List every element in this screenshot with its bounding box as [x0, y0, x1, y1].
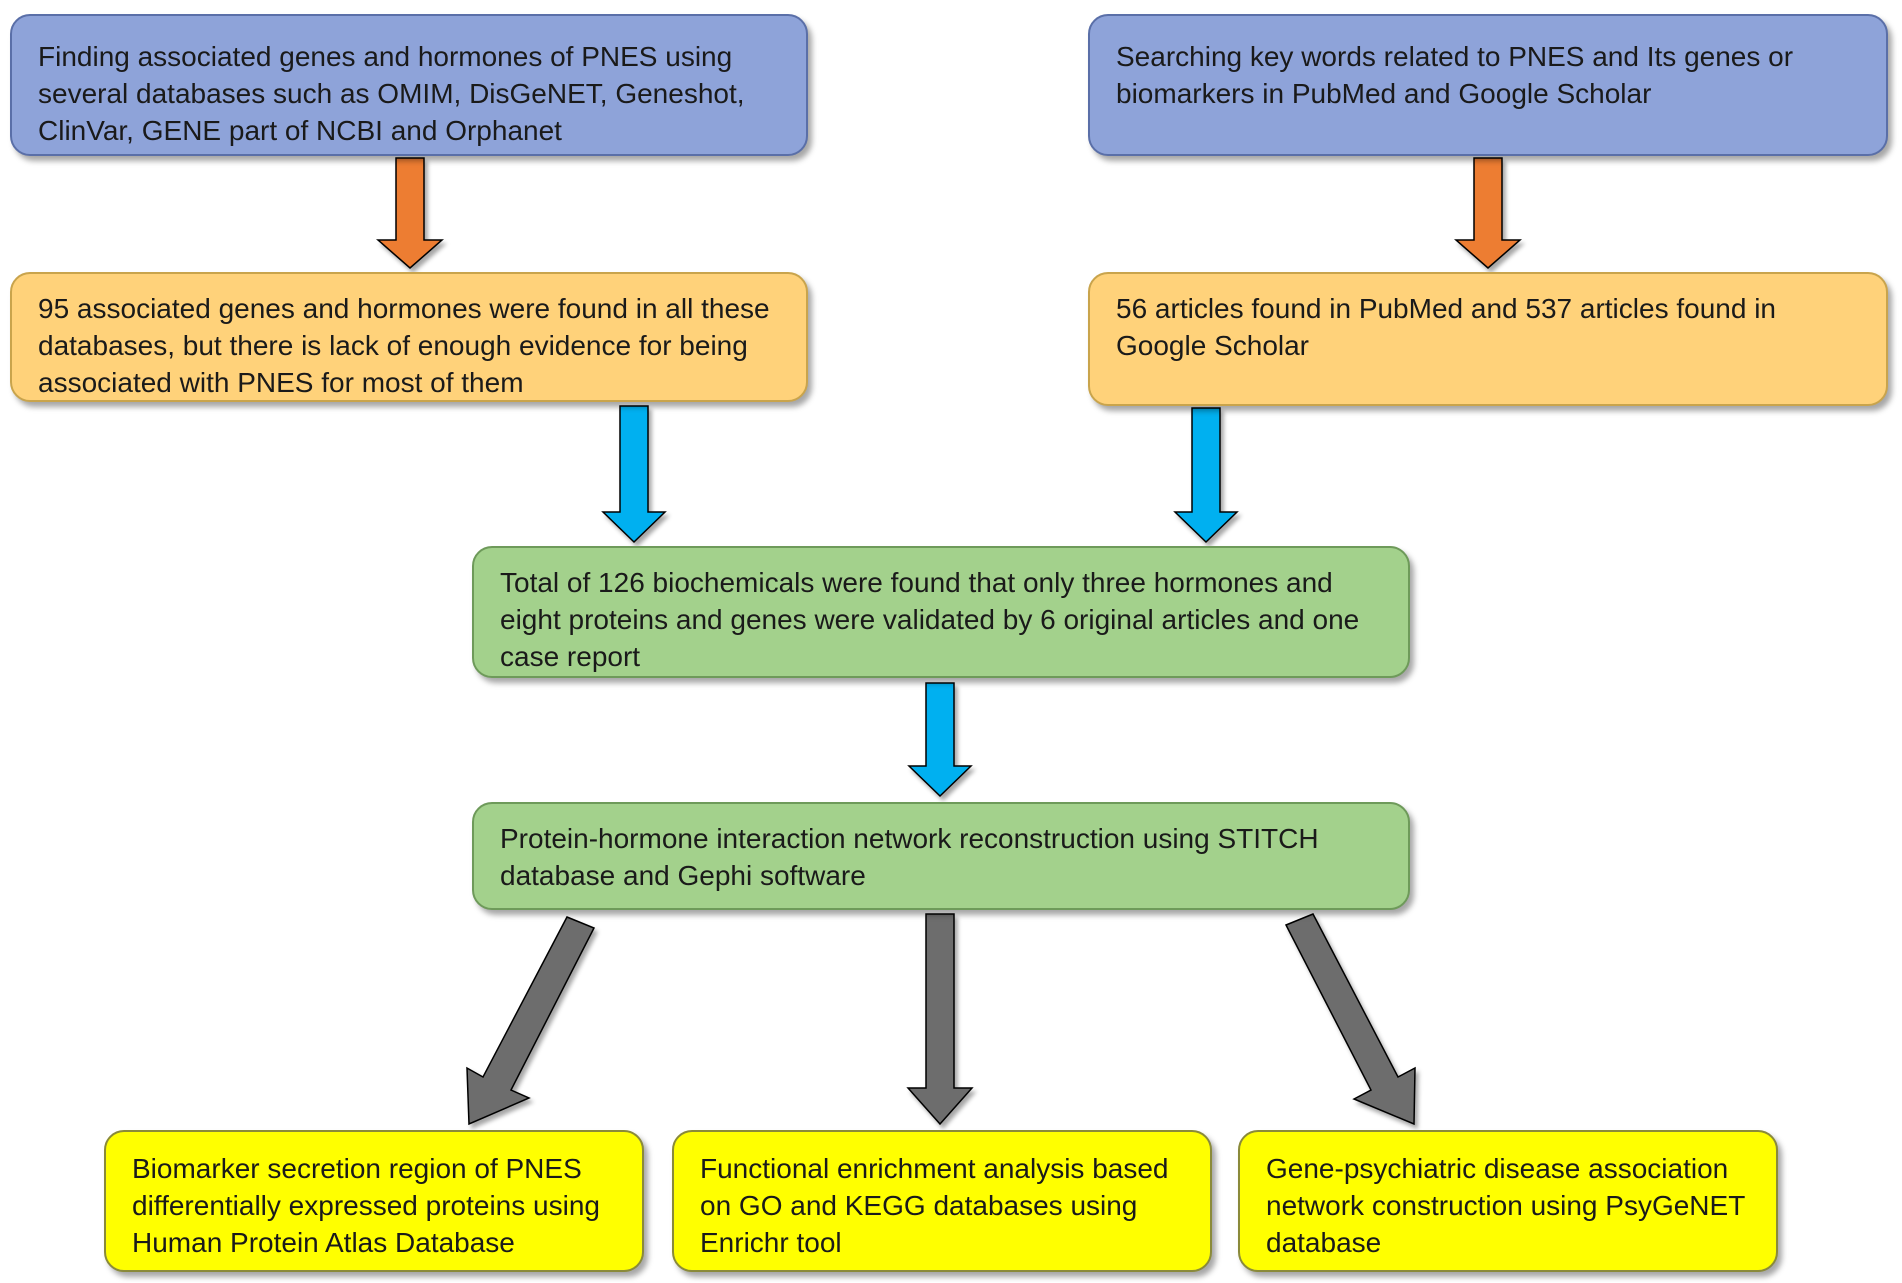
biochemicals-total-box: Total of 126 biochemicals were found tha…	[472, 546, 1410, 678]
articles-found-box: 56 articles found in PubMed and 537 arti…	[1088, 272, 1888, 406]
functional-enrichment-box: Functional enrichment analysis based on …	[672, 1130, 1212, 1272]
genes-found-box: 95 associated genes and hormones were fo…	[10, 272, 808, 402]
biochemicals-total-text: Total of 126 biochemicals were found tha…	[500, 567, 1360, 672]
genes-found-text: 95 associated genes and hormones were fo…	[38, 293, 770, 398]
biomarker-region-box: Biomarker secretion region of PNES diffe…	[104, 1130, 644, 1272]
arrow-genes-search-to-genes-found	[376, 157, 444, 269]
network-reconstruction-text: Protein-hormone interaction network reco…	[500, 823, 1319, 891]
disease-association-box: Gene-psychiatric disease association net…	[1238, 1130, 1778, 1272]
arrow-network-to-biomarker-region	[466, 916, 596, 1126]
keywords-search-text: Searching key words related to PNES and …	[1116, 41, 1794, 109]
disease-association-text: Gene-psychiatric disease association net…	[1266, 1153, 1745, 1258]
arrow-genes-found-to-biochemicals	[601, 405, 667, 544]
arrow-network-to-functional-enrichment	[906, 913, 974, 1126]
genes-search-box: Finding associated genes and hormones of…	[10, 14, 808, 156]
articles-found-text: 56 articles found in PubMed and 537 arti…	[1116, 293, 1776, 361]
biomarker-region-text: Biomarker secretion region of PNES diffe…	[132, 1153, 600, 1258]
keywords-search-box: Searching key words related to PNES and …	[1088, 14, 1888, 156]
network-reconstruction-box: Protein-hormone interaction network reco…	[472, 802, 1410, 910]
arrow-articles-to-biochemicals	[1173, 407, 1239, 544]
arrow-keywords-to-articles	[1454, 157, 1522, 269]
arrow-biochemicals-to-network	[907, 682, 973, 798]
functional-enrichment-text: Functional enrichment analysis based on …	[700, 1153, 1169, 1258]
genes-search-text: Finding associated genes and hormones of…	[38, 41, 745, 146]
arrow-network-to-disease-association	[1284, 913, 1416, 1126]
